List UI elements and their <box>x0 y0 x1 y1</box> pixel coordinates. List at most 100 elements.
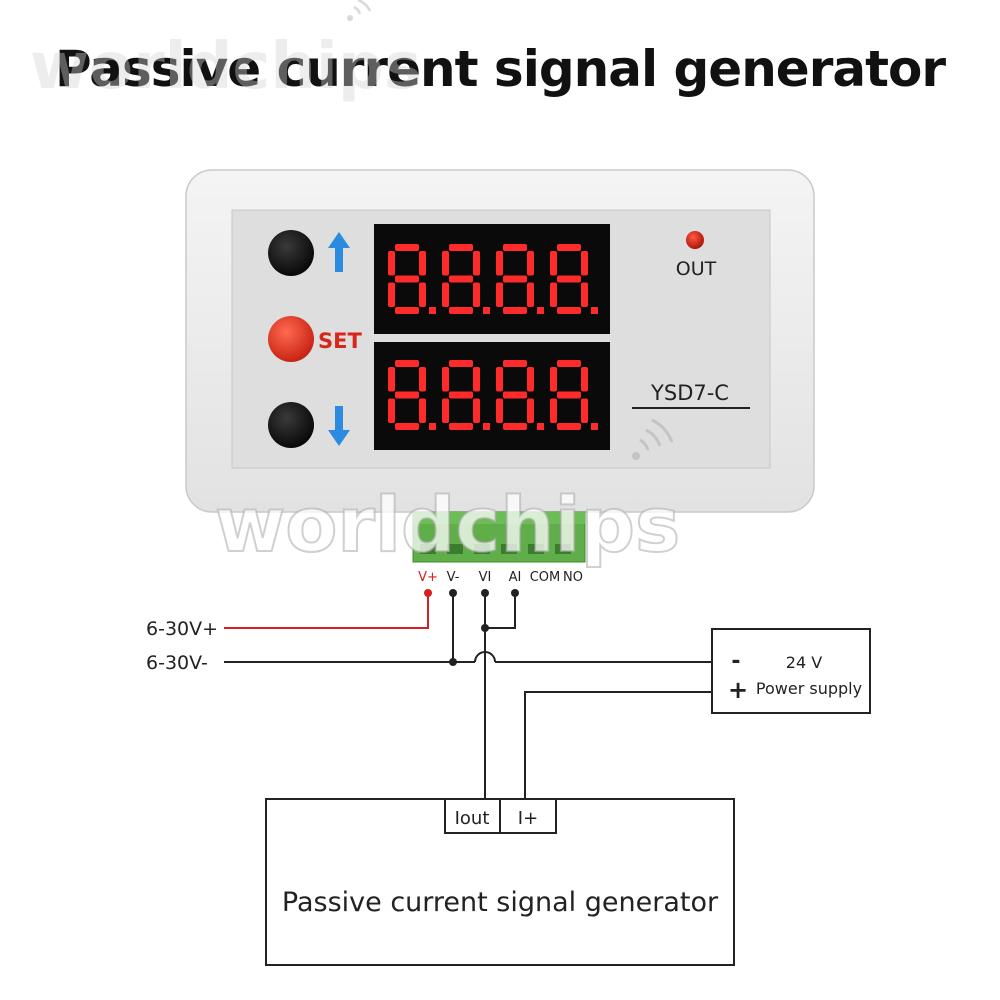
top-display-digits <box>388 244 598 314</box>
display-segment <box>581 251 588 276</box>
supply-neg-label: 6-30V- <box>146 652 208 674</box>
display-segment <box>557 391 581 399</box>
power-supply-plus: + <box>728 676 748 704</box>
iout-label: Iout <box>455 808 490 829</box>
terminal-slot <box>501 544 517 554</box>
out-led <box>686 231 704 249</box>
iplus-terminal <box>499 798 557 834</box>
display-segment <box>419 398 426 423</box>
display-segment <box>388 282 395 307</box>
display-segment <box>442 398 449 423</box>
display-segment <box>388 398 395 423</box>
set-button[interactable] <box>268 316 314 362</box>
display-segment <box>449 244 473 251</box>
terminal-slot <box>528 544 544 554</box>
terminal-label-vminus: V- <box>447 570 460 585</box>
display-segment <box>419 282 426 307</box>
display-segment <box>581 367 588 392</box>
display-segment <box>527 367 534 392</box>
display-segment <box>449 360 473 367</box>
dot-vi <box>481 589 489 597</box>
display-segment <box>473 282 480 307</box>
display-segment <box>496 282 503 307</box>
dot-vplus <box>424 589 432 597</box>
down-button[interactable] <box>268 402 314 448</box>
display-decimal-point <box>537 423 544 430</box>
display-segment <box>449 391 473 399</box>
dot-junction-vminus <box>449 658 457 666</box>
display-segment <box>388 251 395 276</box>
display-segment <box>442 251 449 276</box>
iplus-label: I+ <box>518 808 538 829</box>
wire-iplus <box>524 691 712 800</box>
display-segment <box>496 251 503 276</box>
display-segment <box>419 251 426 276</box>
display-decimal-point <box>591 423 598 430</box>
out-label: OUT <box>676 258 717 280</box>
display-segment <box>503 423 527 430</box>
supply-pos-label: 6-30V+ <box>146 618 218 640</box>
terminal-label-no: NO <box>563 570 583 585</box>
terminal-block-top <box>413 512 585 524</box>
dot-vminus <box>449 589 457 597</box>
model-label: YSD7-C <box>650 381 729 405</box>
display-segment <box>395 360 419 367</box>
terminal-slots <box>420 544 571 554</box>
dot-junction-ai <box>481 624 489 632</box>
display-segment <box>473 251 480 276</box>
display-decimal-point <box>483 423 490 430</box>
display-decimal-point <box>429 307 436 314</box>
display-segment <box>527 251 534 276</box>
page-title: Passive current signal generator <box>54 40 946 98</box>
display-decimal-point <box>483 307 490 314</box>
terminal-label-ai: AI <box>509 570 522 585</box>
wifi-watermark-icon <box>632 418 674 460</box>
wire-ai <box>485 593 516 629</box>
display-segment <box>503 244 527 251</box>
terminal-slot <box>447 544 463 554</box>
set-label: SET <box>318 329 362 353</box>
display-segment <box>442 367 449 392</box>
display-segment <box>442 282 449 307</box>
display-segment <box>503 391 527 399</box>
display-segment <box>503 307 527 314</box>
display-segment <box>557 307 581 314</box>
generator-label: Passive current signal generator <box>282 887 719 918</box>
display-segment <box>557 244 581 251</box>
display-segment <box>557 423 581 430</box>
display-segment <box>550 282 557 307</box>
iout-terminal <box>444 798 501 834</box>
terminal-label-com: COM <box>530 570 561 585</box>
display-segment <box>581 282 588 307</box>
terminal-label-vplus: V+ <box>418 570 438 585</box>
display-segment <box>496 398 503 423</box>
wires <box>224 593 712 800</box>
display-segment <box>449 307 473 314</box>
display-segment <box>503 360 527 367</box>
display-segment <box>557 360 581 367</box>
display-segment <box>395 423 419 430</box>
up-button[interactable] <box>268 230 314 276</box>
display-segment <box>449 275 473 283</box>
down-arrow-icon <box>328 406 350 446</box>
display-segment <box>395 391 419 399</box>
display-segment <box>496 367 503 392</box>
display-decimal-point <box>591 307 598 314</box>
terminal-label-vi: VI <box>479 570 492 585</box>
power-supply-box <box>711 628 871 714</box>
up-arrow-icon <box>328 232 350 272</box>
display-segment <box>419 367 426 392</box>
terminal-slot <box>474 544 490 554</box>
display-segment <box>473 398 480 423</box>
terminal-slot <box>420 544 436 554</box>
display-segment <box>395 275 419 283</box>
terminal-slot <box>555 544 571 554</box>
display-decimal-point <box>537 307 544 314</box>
power-supply-name: Power supply <box>756 679 862 698</box>
display-segment <box>473 367 480 392</box>
dot-ai <box>511 589 519 597</box>
display-segment <box>527 398 534 423</box>
display-decimal-point <box>429 423 436 430</box>
